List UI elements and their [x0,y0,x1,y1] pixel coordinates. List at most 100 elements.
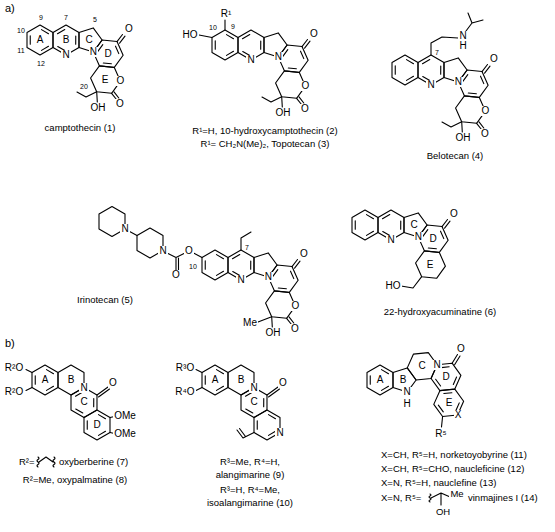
atom-label: N [249,383,258,393]
ring-letter: C [79,397,88,407]
atom-label: OH [265,328,282,338]
atom-label: O [301,81,311,91]
atom-label: R⁵ [434,429,447,439]
atom-label: HO [182,30,199,40]
compound-caption: R³=Me, R⁴=H, [219,457,281,467]
compound-caption: R¹=H, 10-hydroxycamptothecin (2) [191,126,338,136]
atom-label: Me [242,318,258,328]
atom-label: R¹ [220,9,233,19]
ring-letter: E [445,398,454,408]
compound-caption: isoalangimarine (10) [206,498,294,508]
atom-label: OMe [113,411,137,421]
ring-letter: A [36,35,45,45]
atom-label: O [299,249,309,259]
atom-label: H [402,399,411,409]
atom-label: N [264,272,273,282]
ring-letter: D [428,234,437,244]
atom-label: OH [275,108,292,118]
atom-label: OH [455,133,472,143]
position-number: 7 [63,14,69,21]
atom-label: N [158,246,167,256]
ring-letter: A [376,375,385,385]
position-number: 7 [244,244,250,251]
compound-caption: R³=H, R⁴=Me, [219,485,281,495]
atom-label: N [414,232,423,242]
atom-label: N [458,31,467,41]
compound-caption: X=CH, R⁵=CHO, naucleficine (12) [380,464,525,474]
ring-letter: B [67,375,76,385]
ring-letter: C [417,361,426,371]
atom-label: O [115,99,125,109]
ring-letter: C [409,220,418,230]
atom-label: O [291,301,301,311]
atom-label: O [456,344,466,354]
position-number: 20 [79,83,89,90]
atom-label: O [108,378,118,388]
atom-label: OMe [113,429,137,439]
atom-label: X [454,410,463,420]
ring-letter: C [249,397,258,407]
ring-letter: E [426,260,435,270]
atom-label: O [300,104,310,114]
compound-caption: alangimarine (9) [215,470,286,480]
position-number: 5 [92,16,98,23]
ring-letter: B [237,375,246,385]
atom-label: N [79,383,88,393]
panel-letter: a) [4,3,16,14]
compound-caption: X=N, R⁵=H, nauclefine (13) [380,478,497,488]
atom-label: N [89,47,98,57]
atom-label: OH [435,507,451,517]
compound-caption: 22-hydroxyacuminatine (6) [383,307,497,317]
compound-caption: Belotecan (4) [426,151,485,161]
atom-label: O [184,246,194,256]
ring-letter: E [101,75,110,85]
compound-caption: X=CH, R⁵=H, norketoyobyrine (11) [380,450,528,460]
atom-label: O [309,29,319,39]
position-number: 12 [36,60,46,67]
position-number: 9 [230,23,236,30]
atom-label: R³O [175,363,195,373]
atom-label: O [171,270,181,280]
position-number: 11 [16,47,25,54]
atom-label: R²O [4,363,24,373]
position-number: 10 [208,24,218,31]
atom-label: O [116,76,126,86]
panel-letter: b) [4,338,16,349]
ring-letter: D [103,49,112,59]
compound-caption: Irinotecan (5) [76,295,134,305]
position-number: 10 [16,27,26,34]
ring-letter: A [41,375,50,385]
compound-caption: R¹= CH₂N(Me)₂, Topotecan (3) [200,139,331,149]
compound-caption: vinmajines I (14) [467,493,539,503]
atom-label: N [402,387,411,397]
atom-label: O [278,378,288,388]
compound-caption: oxyberberine (7) [58,457,129,467]
atom-label: O [489,54,499,64]
atom-label: N [274,52,283,62]
ring-letter: C [84,35,93,45]
atom-label: OH [90,103,107,113]
atom-label: O [449,209,459,219]
atom-label: O [290,324,300,334]
position-number: 9 [38,14,44,21]
compound-caption: X=N, R⁵= [380,493,422,503]
position-number: 7 [434,49,440,56]
atom-label: H [458,41,467,51]
ring-letter: A [211,375,220,385]
atom-label: R⁴O [174,387,195,397]
atom-label: N [61,50,70,60]
position-number: 10 [188,263,198,270]
atom-label: R²= [18,457,36,467]
atom-label: O [480,129,490,139]
ring-letter: B [62,35,71,45]
atom-label: N [120,224,129,234]
atom-label: R²O [4,387,24,397]
atom-label: N [386,235,395,245]
ring-letter: B [399,375,408,385]
atom-label: O [124,24,134,34]
atom-label: N [275,428,284,438]
atom-label: N [246,55,255,65]
atom-label: N [426,80,435,90]
atom-label: N [454,77,463,87]
